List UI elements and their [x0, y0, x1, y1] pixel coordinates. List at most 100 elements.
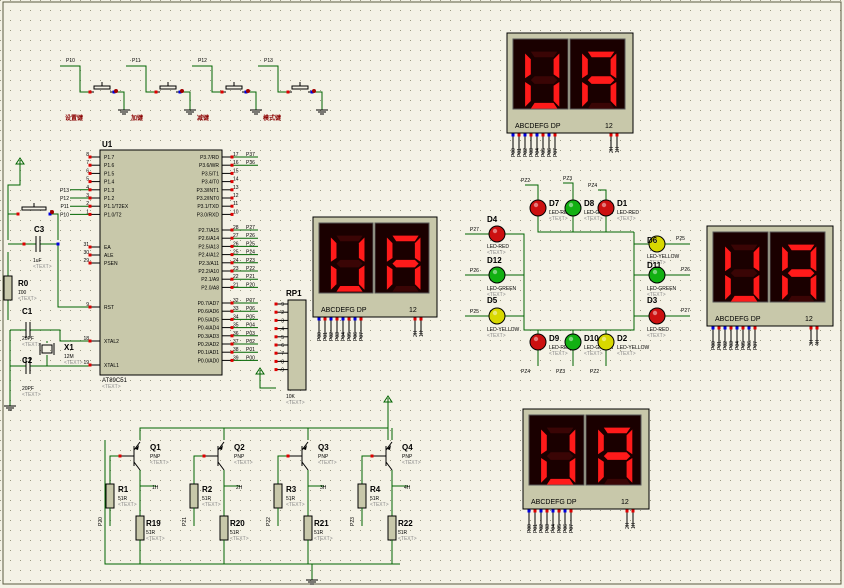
transistor-type-label: PNP: [234, 454, 245, 460]
segment-a: [587, 51, 615, 58]
mcu-pin-name: P0.4/AD4: [198, 326, 220, 332]
transistor-type-label: PNP: [150, 454, 161, 460]
mcu-pin-name: P2.5/A13: [198, 244, 219, 250]
segment-e: [386, 265, 393, 290]
display-pin-marker: [335, 317, 339, 321]
mcu-pin-name: P1.5: [104, 171, 115, 177]
button-pin-marker: [114, 89, 118, 93]
mcu-pin-name: P1.7: [104, 155, 115, 161]
led-text-placeholder: <TEXT>: [617, 351, 636, 357]
led-lens: [488, 225, 506, 243]
button-wire: [258, 65, 288, 93]
base-resistor-ref-label: R4: [370, 485, 381, 494]
button-pin-marker: [312, 89, 316, 93]
led-type-label: LED-YELLOW: [647, 254, 680, 260]
segment-d: [392, 286, 419, 292]
segment-f: [386, 237, 393, 262]
display-pin-marker: [569, 509, 573, 513]
led-net-label: PZ3: [563, 176, 572, 182]
led-ref-label: D9: [549, 334, 560, 343]
display-com-label: 4H: [815, 339, 821, 346]
mcu-pin-name: XTAL2: [104, 339, 119, 345]
display-pin-marker: [523, 133, 527, 137]
mcu-pin-number: 12: [233, 193, 239, 199]
segment-g: [603, 452, 631, 460]
r0-ref-label: R0: [18, 279, 29, 288]
display-pin-marker: [413, 317, 417, 321]
mcu-pin-name: P2.6/A14: [198, 236, 219, 242]
led-lens: [648, 235, 666, 253]
segment-a: [730, 244, 758, 251]
button-pin-marker: [286, 90, 290, 94]
digit-window: [528, 414, 585, 486]
led-highlight: [601, 202, 607, 208]
button-pin-marker: [112, 90, 116, 94]
led-ref-label: D1: [617, 199, 628, 208]
base-resistor-net-label: P23: [350, 517, 356, 526]
driver-wire: [109, 455, 120, 484]
mcu-pin-number: 21: [233, 282, 239, 288]
base-resistor-ref-label: R3: [286, 485, 297, 494]
pull-resistor-text-placeholder: <TEXT>: [146, 536, 165, 542]
led-lens: [529, 199, 547, 217]
mcu-pin-name: P3.4/T0: [201, 180, 219, 186]
base-resistor-value-label: 51R: [370, 496, 380, 502]
mcu-pin-number: 23: [233, 266, 239, 272]
seven-segment-digit: [782, 244, 817, 302]
transistor-arrow: [387, 445, 391, 450]
led-wire: [598, 189, 607, 200]
display-pin-marker: [717, 326, 721, 330]
led-highlight: [533, 202, 539, 208]
mcu-pin-name: ALE: [104, 253, 114, 259]
display-net-label: P04: [535, 148, 541, 157]
mcu-pin-number: 34: [233, 314, 239, 320]
pull-resistor-ref-label: R21: [314, 519, 329, 528]
segment-d: [730, 295, 758, 302]
led-net-label: P25: [676, 236, 685, 242]
segment-d: [603, 478, 631, 485]
mcu-pin-marker: [88, 188, 92, 192]
p0-net-label: P02: [246, 339, 255, 345]
mcu-pin-name: P3.2/INT0: [196, 196, 219, 202]
led-type-label: LED-YELLOW: [617, 345, 650, 351]
segment-a: [787, 244, 815, 251]
led-net-label: PZ2: [521, 178, 530, 184]
base-resistor-net-label: P21: [182, 517, 188, 526]
segment-e: [330, 265, 337, 290]
reset-wire: [7, 170, 21, 240]
transistor-arrow: [135, 445, 139, 450]
display-caption: ABCDEFG DP: [715, 316, 761, 323]
segment-c: [553, 82, 560, 107]
button-ground: [316, 104, 328, 115]
mcu-pin-name: P3.1/TXD: [197, 204, 219, 210]
display-pin-marker: [527, 509, 531, 513]
seven-segment-digit: [541, 427, 576, 485]
mcu-pin-marker: [230, 301, 234, 305]
seven-segment-digit: [582, 51, 617, 109]
button-pin-marker: [244, 90, 248, 94]
display-pin-marker: [353, 317, 357, 321]
rp1-text-placeholder: <TEXT>: [286, 400, 305, 406]
led-text-placeholder: <TEXT>: [549, 351, 568, 357]
display-pin-caption: 12: [805, 316, 813, 323]
segment-b: [753, 246, 760, 272]
rp1-vcc: [255, 367, 265, 380]
p0-net-label: P07: [246, 298, 255, 304]
pull-resistor-value-label: 51R: [230, 530, 240, 536]
p2-net-label: P27: [246, 225, 255, 231]
segment-f: [525, 53, 531, 79]
mcu-pin-name: P1.2: [104, 196, 115, 202]
display-pin-marker: [735, 326, 739, 330]
segment-a: [530, 51, 558, 58]
display-pin-marker: [747, 326, 751, 330]
button-ground: [118, 104, 130, 115]
display-net-label: P03: [529, 148, 535, 157]
transistor-text-placeholder: <TEXT>: [234, 460, 253, 466]
mcu-pin-name: P2.7/A15: [198, 228, 219, 234]
